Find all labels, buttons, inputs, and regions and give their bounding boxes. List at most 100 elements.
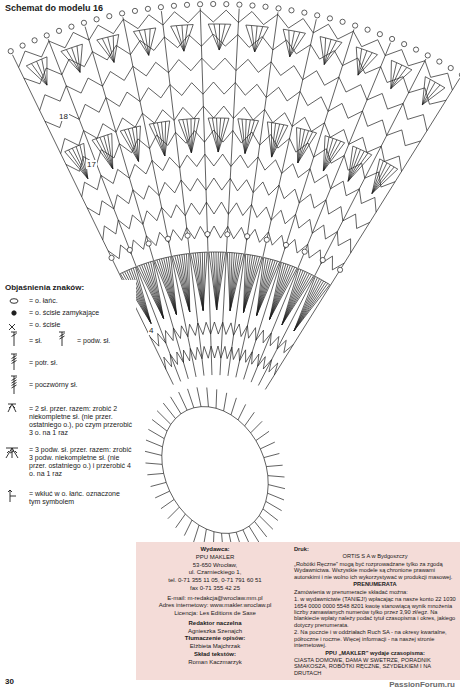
- oval-stitch: [179, 392, 187, 410]
- shell-fan: [148, 262, 163, 318]
- legend-symbol: [8, 404, 16, 412]
- shell-fan: [282, 275, 312, 325]
- oval-stitch: [146, 440, 162, 447]
- shell-fan: [245, 121, 259, 154]
- shell-fan: [372, 169, 398, 193]
- picot-loop: [184, 2, 189, 7]
- shell-fan: [283, 29, 290, 56]
- picot-loop: [402, 42, 407, 47]
- shell-fan: [182, 25, 184, 51]
- shell-fan: [175, 256, 190, 312]
- shell-fan: [139, 31, 149, 56]
- shell-fan: [198, 253, 203, 311]
- shell-fan: [270, 264, 286, 320]
- chain-ray: [161, 11, 204, 376]
- shell-fan: [191, 253, 204, 310]
- imprint-text: ORTIS S A w Bydgoszczy: [294, 553, 456, 559]
- picot-loop: [337, 267, 342, 272]
- shell-fan-edge: [179, 118, 200, 120]
- shell-fan: [136, 127, 138, 161]
- shell-fan: [200, 253, 203, 311]
- shell-fan: [214, 24, 219, 50]
- oval-stitch: [231, 398, 236, 415]
- picot-loop: [8, 49, 13, 54]
- shell-fan: [133, 32, 148, 56]
- shell-fan: [112, 133, 113, 168]
- imprint-text: tel. 0-71 355 11 05, 0-71 791 60 51: [140, 577, 290, 584]
- chain-mesh: [19, 10, 453, 90]
- shell-fan: [298, 132, 313, 163]
- shell-fan: [161, 259, 176, 315]
- shell-fan: [391, 67, 407, 88]
- imprint-text: PPU „MAKLER” wydaje czasopisma:: [294, 650, 456, 656]
- shell-fan-edge: [353, 146, 372, 155]
- shell-fan: [358, 53, 372, 75]
- picot-loop: [413, 47, 418, 52]
- shell-fan: [217, 252, 224, 310]
- imprint-text: Wydawca:: [140, 546, 290, 553]
- shell-fan: [422, 88, 445, 105]
- shell-fan-edge: [120, 126, 140, 131]
- oval-stitch: [163, 403, 175, 418]
- shell-fan: [348, 153, 368, 181]
- picot-loop: [20, 43, 25, 48]
- oval-stitch: [176, 514, 186, 528]
- legend-symbol: [12, 361, 17, 364]
- imprint-text: „Robótki Ręczne” mogą być rozprowadzane …: [294, 561, 456, 580]
- chain-ray: [251, 43, 390, 382]
- oval-stitch: [264, 453, 280, 457]
- shell-fan-edge: [238, 119, 259, 121]
- picot-loop: [127, 247, 132, 252]
- shell-fan: [257, 258, 266, 315]
- oval-stitch: [249, 526, 259, 543]
- shell-fan: [214, 252, 217, 310]
- shell-fan: [219, 24, 231, 50]
- legend-symbol: [60, 336, 65, 339]
- shell-fan: [208, 24, 219, 50]
- oval-stitch: [266, 465, 282, 466]
- shell-fan: [294, 280, 322, 331]
- shell-fan: [230, 254, 241, 311]
- picot-loop: [145, 6, 150, 11]
- oval-stitch: [161, 499, 174, 508]
- shell-fan: [372, 167, 394, 193]
- oval-stitch: [238, 404, 246, 419]
- oval-chain: [162, 407, 268, 534]
- shell-fan: [46, 57, 47, 85]
- imprint-text: PPU MAKLER: [140, 554, 290, 561]
- legend-symbol: [8, 490, 12, 492]
- oval-stitch: [259, 516, 273, 530]
- chart-title: Schemat do modelu 16: [4, 3, 104, 13]
- imprint-column: Druk:ORTIS S A w Bydgoszczy„Robótki Ręcz…: [294, 546, 456, 677]
- legend-symbol: [9, 406, 11, 408]
- shell-fan: [230, 254, 244, 311]
- page-number: 30: [4, 677, 15, 686]
- shell-fan-edge: [315, 276, 329, 284]
- shell-fan: [297, 128, 298, 163]
- shell-fan: [165, 121, 170, 156]
- oval-stitch: [266, 501, 282, 510]
- shell-fan: [294, 276, 315, 330]
- oval-stitch: [168, 507, 180, 519]
- shell-fan: [102, 38, 114, 62]
- imprint-text: Skład tekstów:: [140, 651, 290, 658]
- picot-loop: [197, 2, 202, 7]
- shell-fan: [238, 119, 245, 154]
- shell-fan-edge: [299, 269, 314, 276]
- picot-loop: [250, 3, 255, 8]
- oval-stitch: [268, 476, 285, 477]
- shell-fan-edge: [391, 60, 411, 69]
- shell-fan: [183, 119, 192, 152]
- oval-stitch: [194, 525, 199, 542]
- legend-symbol: [15, 451, 17, 453]
- legend-entry: = o. ścisłe zamykające: [28, 309, 135, 317]
- imprint-text: 1. w wydawnictwie (TANIEJ!) wpłacając na…: [294, 596, 456, 628]
- legend-ground: [0, 280, 136, 542]
- shell-fan: [155, 261, 177, 315]
- oval-stitch: [145, 451, 162, 455]
- shell-fan: [257, 260, 273, 316]
- legend-entry: = poczwórny sł.: [28, 381, 135, 389]
- shell-fan-edge: [208, 118, 229, 119]
- legend-symbol: [62, 332, 63, 346]
- shell-fan: [203, 252, 207, 310]
